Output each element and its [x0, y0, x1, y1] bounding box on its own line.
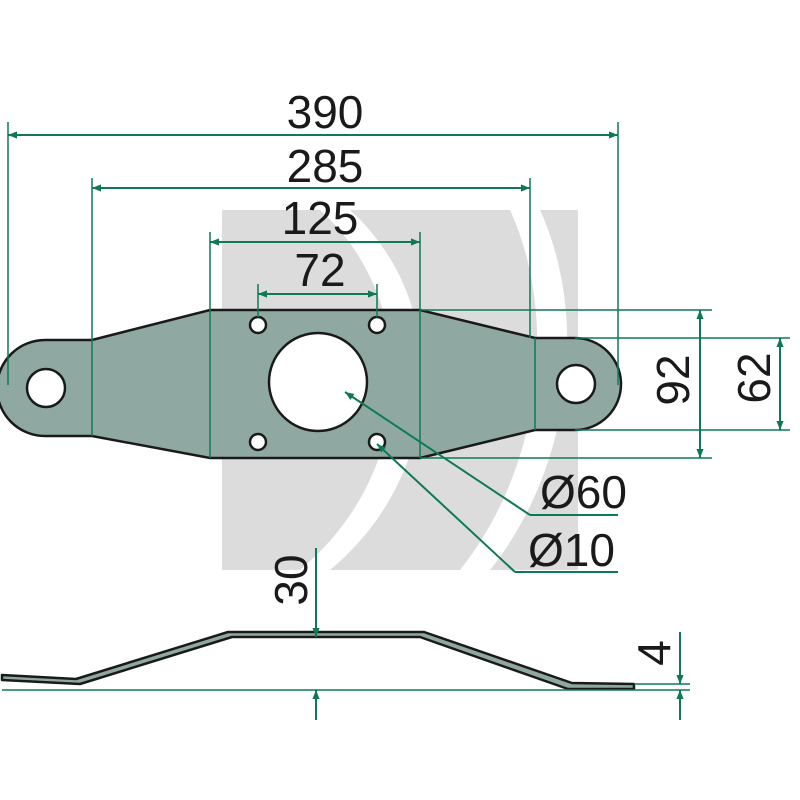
label-bolt-hole: Ø10 — [528, 524, 615, 576]
label-center-bore: Ø60 — [540, 466, 627, 518]
bolt-hole-top-right — [367, 315, 387, 335]
bolt-hole-bottom-left — [248, 432, 268, 452]
center-bore — [267, 331, 369, 433]
label-outer-height: 92 — [647, 354, 699, 405]
label-overall-length: 390 — [287, 86, 364, 138]
label-plate-width: 125 — [282, 192, 359, 244]
label-inner-height: 62 — [728, 352, 780, 403]
label-thickness: 4 — [628, 640, 680, 666]
plate-side-view — [0, 548, 690, 720]
horizontal-dimensions — [7, 122, 619, 385]
label-hole-spacing: 72 — [294, 244, 345, 296]
end-hole-right — [555, 363, 597, 405]
label-offset-height: 30 — [265, 554, 317, 605]
plate-top-view — [0, 308, 623, 460]
label-middle-length: 285 — [287, 140, 364, 192]
diameter-leaders — [344, 391, 618, 573]
end-hole-left — [25, 367, 67, 409]
bolt-hole-top-left — [248, 315, 268, 335]
vertical-dimensions — [420, 309, 790, 459]
bolt-hole-bottom-right — [367, 432, 387, 452]
